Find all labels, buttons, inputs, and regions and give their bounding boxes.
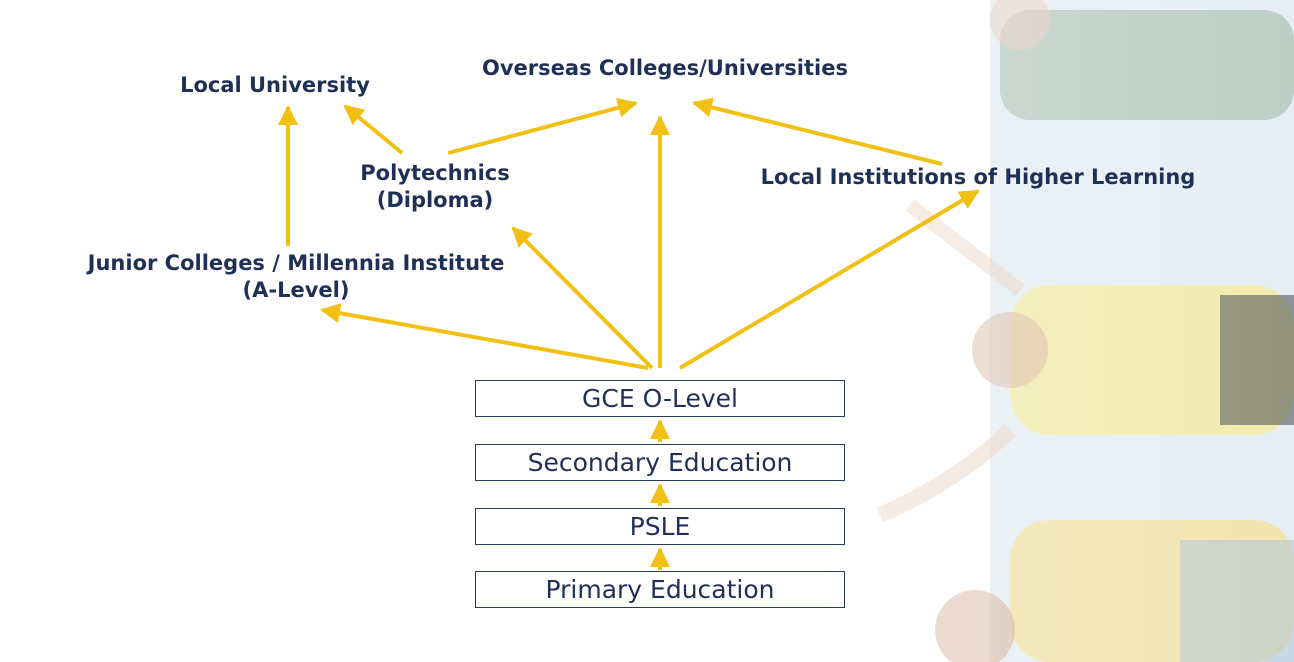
node-polytechnics: Polytechnics (Diploma): [335, 160, 535, 214]
node-overseas: Overseas Colleges/Universities: [440, 55, 890, 82]
junior-colleges-label-line2: (A-Level): [242, 278, 350, 302]
primary-education-label: Primary Education: [545, 575, 775, 604]
junior-colleges-label-line1: Junior Colleges / Millennia Institute: [87, 251, 505, 275]
node-junior-colleges: Junior Colleges / Millennia Institute (A…: [40, 250, 552, 304]
local-university-label: Local University: [180, 73, 370, 97]
node-local-institutions: Local Institutions of Higher Learning: [720, 164, 1236, 191]
box-gce-o-level: GCE O-Level: [475, 380, 845, 417]
psle-label: PSLE: [629, 512, 691, 541]
box-primary-education: Primary Education: [475, 571, 845, 608]
gce-o-level-label: GCE O-Level: [582, 384, 738, 413]
polytechnics-label-line2: (Diploma): [376, 188, 494, 212]
secondary-education-label: Secondary Education: [527, 448, 793, 477]
node-local-university: Local University: [150, 72, 400, 99]
box-psle: PSLE: [475, 508, 845, 545]
polytechnics-label-line1: Polytechnics: [360, 161, 510, 185]
box-secondary-education: Secondary Education: [475, 444, 845, 481]
local-institutions-label: Local Institutions of Higher Learning: [760, 165, 1196, 189]
overseas-label: Overseas Colleges/Universities: [482, 56, 848, 80]
